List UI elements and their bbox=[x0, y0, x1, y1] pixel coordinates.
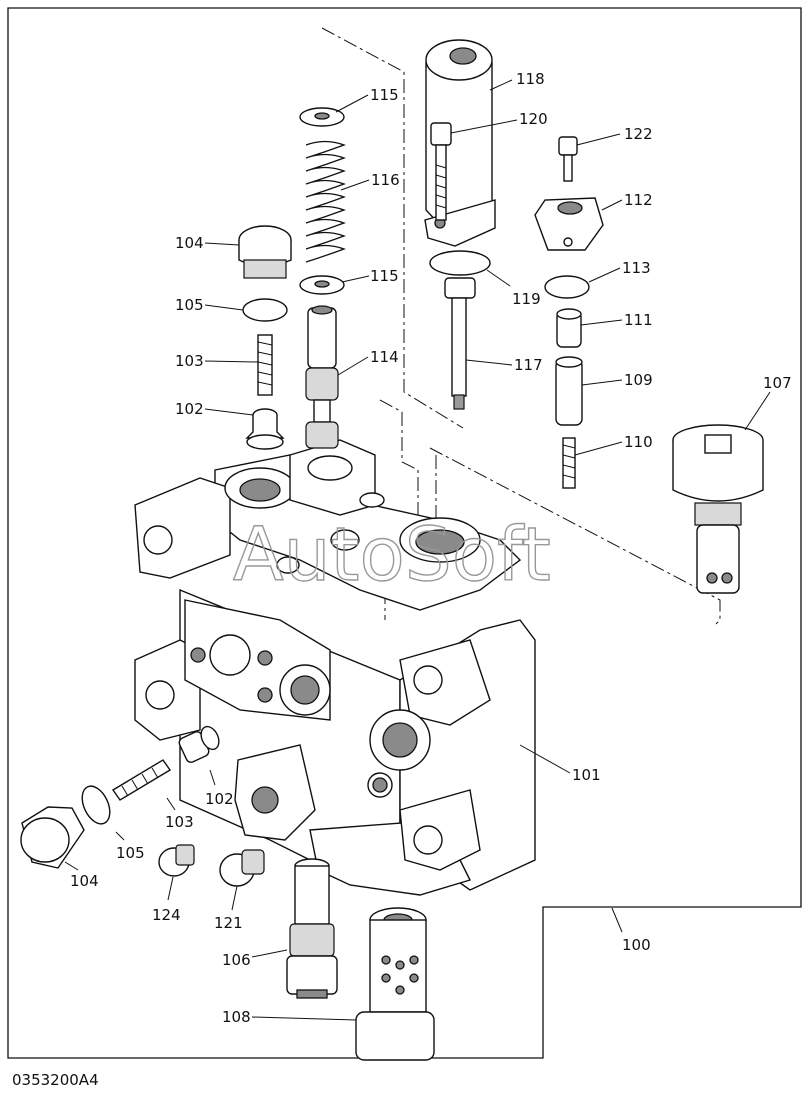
part-115-washer-bottom bbox=[299, 275, 345, 295]
figure-code: 0353200A4 bbox=[12, 1071, 99, 1089]
callout-106: 106 bbox=[222, 951, 251, 969]
callout-120: 120 bbox=[519, 110, 548, 128]
part-113-oring bbox=[544, 275, 590, 299]
callout-102-lower: 102 bbox=[205, 790, 234, 808]
callout-122: 122 bbox=[624, 125, 653, 143]
callout-117: 117 bbox=[514, 356, 543, 374]
part-103-spring-lower bbox=[111, 759, 172, 801]
part-105-oring-upper bbox=[242, 298, 288, 322]
callout-100: 100 bbox=[622, 936, 651, 954]
part-107-relief-valve bbox=[672, 424, 764, 594]
valve-body-101 bbox=[134, 439, 536, 896]
part-104-plug-upper bbox=[238, 225, 292, 279]
callout-107: 107 bbox=[763, 374, 792, 392]
callout-115-top: 115 bbox=[370, 86, 399, 104]
callout-110: 110 bbox=[624, 433, 653, 451]
callout-104-lower: 104 bbox=[70, 872, 99, 890]
part-117-rod bbox=[444, 277, 476, 410]
callout-112: 112 bbox=[624, 191, 653, 209]
part-102-poppet-lower bbox=[178, 725, 220, 763]
callout-105-lower: 105 bbox=[116, 844, 145, 862]
callout-111: 111 bbox=[624, 311, 653, 329]
assembly-frame bbox=[7, 7, 802, 1059]
part-116-spring bbox=[305, 140, 346, 263]
callout-102-upper: 102 bbox=[175, 400, 204, 418]
callout-101: 101 bbox=[572, 766, 601, 784]
part-109-piston bbox=[555, 356, 583, 426]
part-102-poppet-upper bbox=[245, 408, 285, 450]
callout-leaders bbox=[64, 79, 771, 1021]
part-110-spring bbox=[562, 437, 576, 489]
part-108-cartridge bbox=[355, 907, 435, 1061]
part-104-plug-lower bbox=[20, 806, 85, 869]
part-112-cap bbox=[534, 197, 604, 251]
callout-119: 119 bbox=[512, 290, 541, 308]
part-111-sleeve bbox=[556, 308, 582, 348]
part-120-bolt bbox=[430, 122, 452, 221]
callout-108: 108 bbox=[222, 1008, 251, 1026]
callout-109: 109 bbox=[624, 371, 653, 389]
part-124-plug bbox=[158, 844, 195, 877]
part-119-oring bbox=[429, 250, 491, 276]
watermark: AutoSoft bbox=[233, 512, 551, 598]
part-115-washer-top bbox=[299, 107, 345, 127]
callout-105-upper: 105 bbox=[175, 296, 204, 314]
callout-labels: 118 120 115 116 115 114 104 105 103 102 … bbox=[70, 70, 792, 1026]
callout-114: 114 bbox=[370, 348, 399, 366]
callout-118: 118 bbox=[516, 70, 545, 88]
part-122-screw bbox=[558, 136, 578, 182]
part-121-plug bbox=[219, 849, 265, 887]
callout-121: 121 bbox=[214, 914, 243, 932]
part-106-spool bbox=[286, 858, 338, 999]
callout-113: 113 bbox=[622, 259, 651, 277]
callout-103-upper: 103 bbox=[175, 352, 204, 370]
callout-103-lower: 103 bbox=[165, 813, 194, 831]
callout-104-upper: 104 bbox=[175, 234, 204, 252]
part-105-oring-lower bbox=[81, 785, 111, 825]
callout-116: 116 bbox=[371, 171, 400, 189]
callout-115-bottom: 115 bbox=[370, 267, 399, 285]
part-103-spring-upper bbox=[257, 334, 273, 396]
part-114-spool bbox=[305, 305, 339, 449]
callout-124: 124 bbox=[152, 906, 181, 924]
